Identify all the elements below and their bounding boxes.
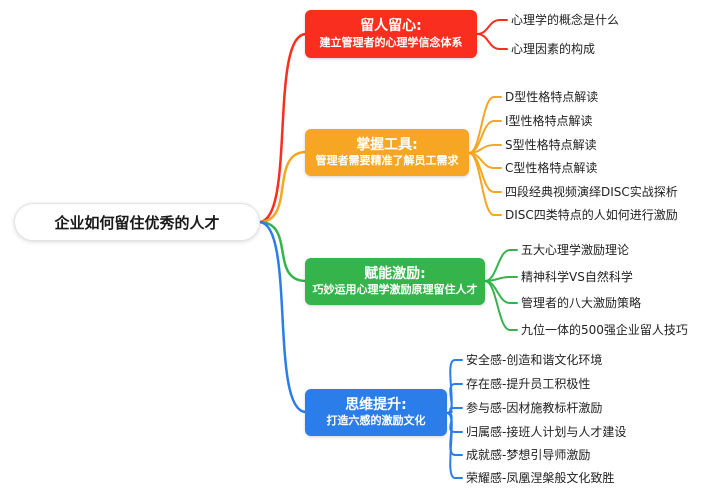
- connector-line: [257, 32, 308, 224]
- branch-title: 留人留心:: [360, 18, 422, 35]
- connector-line: [257, 220, 308, 283]
- leaf-topic[interactable]: 九位一体的500强企业留人技巧: [521, 322, 688, 337]
- connector-line: [484, 276, 518, 282]
- connector-line: [446, 412, 463, 479]
- leaf-topic[interactable]: D型性格特点解读: [505, 89, 599, 104]
- leaf-topic[interactable]: 归属感-接班人计划与人才建设: [466, 424, 627, 439]
- connector-line: [476, 19, 508, 35]
- connector-line: [446, 412, 463, 433]
- leaf-topic[interactable]: 成就感-梦想引导师激励: [466, 447, 591, 462]
- leaf-topic[interactable]: 四段经典视频演绎DISC实战探析: [505, 184, 678, 199]
- leaf-topic[interactable]: 心理学的概念是什么: [511, 12, 620, 27]
- connector-line: [476, 33, 508, 50]
- branch-mindset[interactable]: 思维提升: 打造六感的激励文化: [305, 389, 447, 436]
- leaf-topic[interactable]: C型性格特点解读: [505, 160, 598, 175]
- connector-line: [468, 152, 502, 193]
- leaf-topic[interactable]: I型性格特点解读: [505, 113, 593, 128]
- leaf-topic[interactable]: S型性格特点解读: [505, 137, 597, 152]
- connector-line: [257, 150, 308, 224]
- central-topic[interactable]: 企业如何留住优秀的人才: [14, 203, 260, 241]
- branch-subtitle: 建立管理者的心理学信念体系: [319, 35, 463, 49]
- branch-motivation[interactable]: 赋能激励: 巧妙运用心理学激励原理留住人才: [305, 258, 485, 305]
- branch-retention-belief[interactable]: 留人留心: 建立管理者的心理学信念体系: [305, 10, 477, 58]
- branch-subtitle: 打造六感的激励文化: [326, 414, 426, 428]
- connector-line: [446, 383, 463, 414]
- connector-line: [446, 412, 463, 456]
- connector-line: [446, 359, 463, 414]
- leaf-topic[interactable]: 五大心理学激励理论: [521, 242, 630, 257]
- connector-line: [484, 249, 518, 282]
- leaf-topic[interactable]: 存在感-提升员工积极性: [466, 376, 591, 391]
- branch-tools[interactable]: 掌握工具: 管理者需要精准了解员工需求: [305, 129, 469, 176]
- connector-line: [446, 407, 463, 414]
- connector-line: [257, 220, 308, 414]
- connector-line: [468, 120, 502, 154]
- branch-title: 掌握工具:: [356, 136, 418, 153]
- leaf-topic[interactable]: DISC四类特点的人如何进行激励: [505, 207, 678, 222]
- leaf-topic[interactable]: 精神科学VS自然科学: [521, 269, 633, 284]
- connector-line: [484, 280, 518, 304]
- branch-subtitle: 管理者需要精准了解员工需求: [315, 154, 459, 168]
- leaf-topic[interactable]: 荣耀感-凤凰涅槃般文化致胜: [466, 470, 615, 485]
- connector-line: [484, 280, 518, 331]
- branch-title: 赋能激励:: [364, 265, 426, 282]
- connector-line: [468, 144, 502, 154]
- leaf-topic[interactable]: 管理者的八大激励策略: [521, 295, 642, 310]
- leaf-topic[interactable]: 安全感-创造和谐文化环境: [466, 352, 603, 367]
- branch-title: 思维提升:: [345, 396, 407, 413]
- leaf-topic[interactable]: 心理因素的构成: [511, 41, 596, 56]
- connector-line: [468, 96, 502, 154]
- connector-line: [468, 152, 502, 169]
- leaf-topic[interactable]: 参与感-因材施教标杆激励: [466, 400, 603, 415]
- connector-line: [468, 152, 502, 216]
- branch-subtitle: 巧妙运用心理学激励原理留住人才: [312, 283, 478, 297]
